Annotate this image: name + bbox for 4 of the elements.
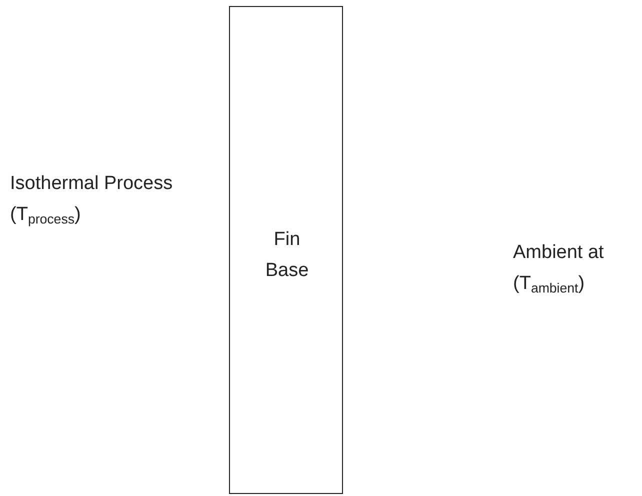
node-label: Fin Base [264, 228, 310, 283]
region-label: Ambient at (T$_{ambient}$) [513, 241, 605, 298]
region-label: Isothermal Process (T$_{process}$) [10, 172, 174, 228]
fin-base-rectangle [229, 6, 343, 494]
